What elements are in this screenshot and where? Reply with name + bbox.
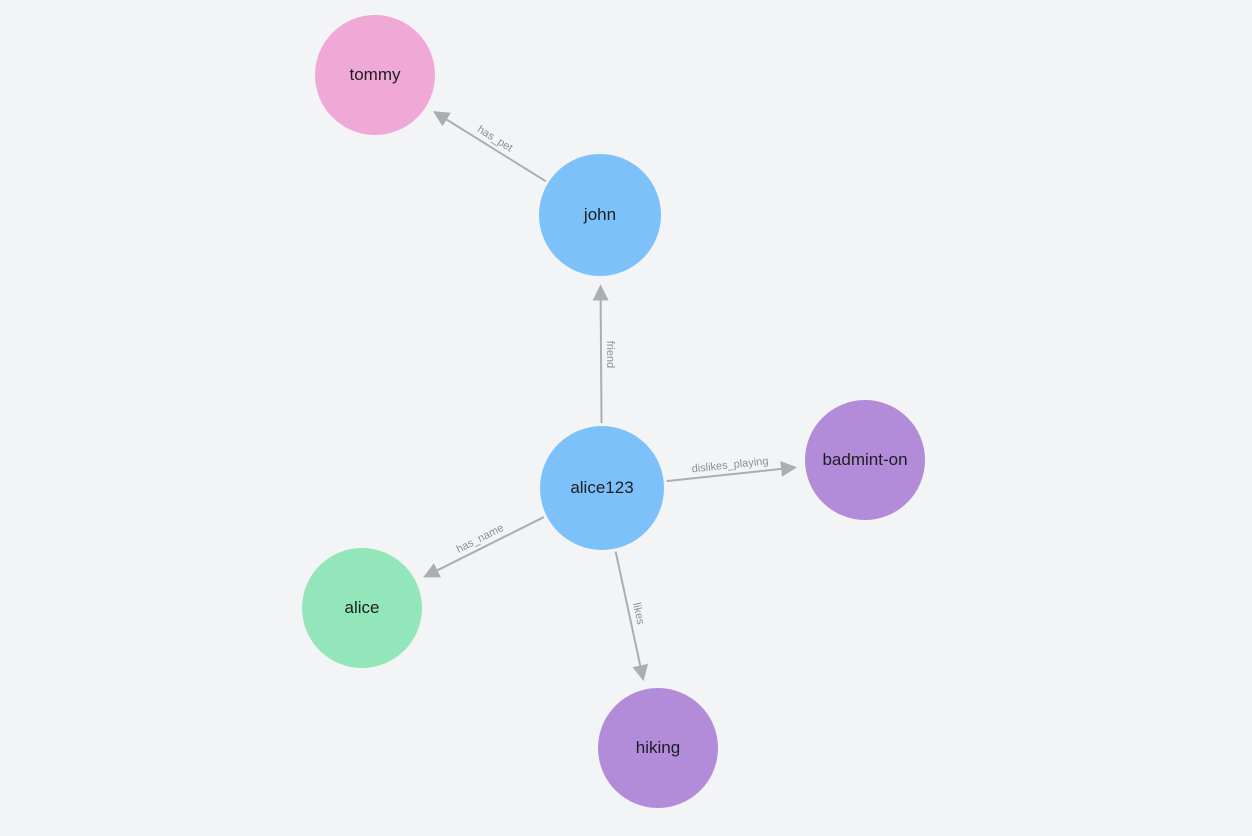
graph-node-john[interactable]: john [539, 154, 661, 276]
node-label-alice123: alice123 [570, 477, 634, 497]
graph-node-hiking[interactable]: hiking [598, 688, 718, 808]
node-label-badminton: badmint-on [822, 449, 908, 469]
graph-node-tommy[interactable]: tommy [315, 15, 435, 135]
node-label-alice: alice [344, 597, 380, 617]
edge-has_name[interactable] [423, 516, 545, 578]
node-label-tommy: tommy [349, 64, 401, 84]
edge-likes[interactable] [614, 551, 649, 682]
node-label-john: john [583, 204, 617, 224]
edge-label-friend: friend [604, 341, 616, 369]
edge-has_pet[interactable] [433, 111, 547, 183]
edge-friend[interactable] [592, 284, 609, 424]
node-label-hiking: hiking [635, 737, 681, 757]
edge-dislikes_playing[interactable] [666, 460, 797, 483]
graph-node-alice123[interactable]: alice123 [540, 426, 664, 550]
edge-label-likes: likes [630, 602, 646, 627]
graph-node-alice[interactable]: alice [302, 548, 422, 668]
graph-node-badminton[interactable]: badmint-on [805, 400, 925, 520]
